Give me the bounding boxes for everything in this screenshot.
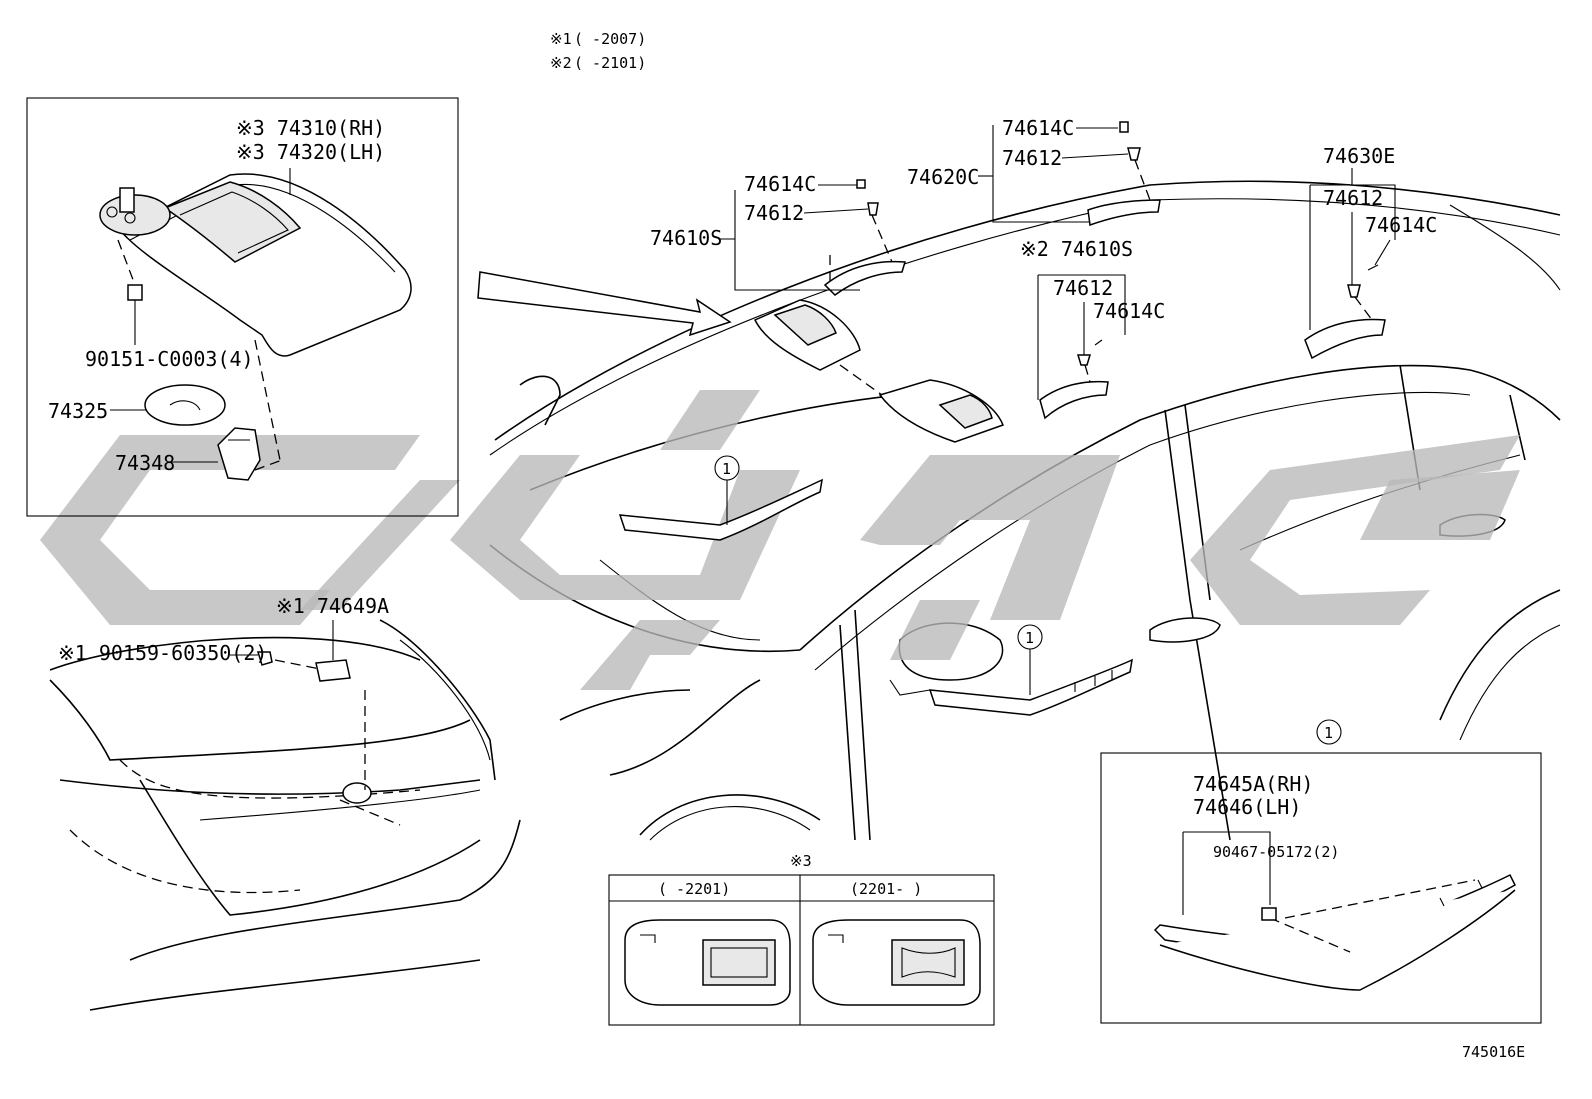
label-grip-74610S-b: ※2 74610S [1020, 237, 1133, 261]
label-74612-d: 74612 [1323, 186, 1383, 210]
assist-trim-inset [1100, 752, 1542, 1024]
assist-grips [734, 121, 1396, 420]
label-assist-lh: 74646(LH) [1193, 795, 1301, 819]
note-1-text: ( -2007) [574, 30, 646, 48]
reference-circles: 1 1 1 [714, 455, 1342, 745]
svg-text:1: 1 [1324, 724, 1333, 742]
label-74612-a: 74612 [744, 201, 804, 225]
visor-inset [26, 97, 459, 517]
header-notes: ※1 ( -2007) ※2 ( -2101) [550, 30, 646, 72]
trim-pieces [618, 478, 1133, 716]
ref-circle-1a: 1 [714, 455, 740, 525]
watermark [40, 390, 1520, 690]
label-74612-c: 74612 [1053, 276, 1113, 300]
variant-table: ※3 ( -2201) (2201- ) [608, 852, 995, 1026]
svg-text:1: 1 [722, 460, 731, 478]
visors-installed [753, 299, 1004, 443]
label-cover: 74325 [48, 399, 108, 423]
variant-col-1: ( -2201) [658, 880, 730, 898]
label-assist-rh: 74645A(RH) [1193, 772, 1313, 796]
label-74612-b: 74612 [1002, 146, 1062, 170]
diagram-number: 745016E [1462, 1043, 1525, 1061]
note-2-mark: ※2 [550, 54, 572, 72]
part-labels: ※3 74310(RH) ※3 74320(LH) 90151-C0003(4)… [48, 116, 1525, 1061]
note-1-mark: ※1 [550, 30, 572, 48]
variant-table-title: ※3 [790, 852, 812, 870]
label-grip-rear: ※1 74649A [276, 594, 389, 618]
ref-circle-1c: 1 [1316, 719, 1342, 745]
label-visor-lh: ※3 74320(LH) [236, 140, 385, 164]
variant-col-2: (2201- ) [850, 880, 922, 898]
label-74614C-c: 74614C [1093, 299, 1165, 323]
label-screw-rear: ※1 90159-60350(2) [58, 641, 267, 665]
label-74614C-a: 74614C [744, 172, 816, 196]
svg-text:1: 1 [1025, 629, 1034, 647]
label-holder: 74348 [115, 451, 175, 475]
label-74614C-d: 74614C [1365, 213, 1437, 237]
label-grip-74610S-a: 74610S [650, 226, 722, 250]
direction-arrow [477, 271, 732, 337]
ref-circle-1b: 1 [1017, 624, 1043, 695]
label-grip-74630E: 74630E [1323, 144, 1395, 168]
label-screw: 90151-C0003(4) [85, 347, 254, 371]
label-visor-rh: ※3 74310(RH) [236, 116, 385, 140]
label-assist-clip: 90467-05172(2) [1213, 843, 1339, 861]
rear-view [49, 619, 521, 1011]
note-2-text: ( -2101) [574, 54, 646, 72]
label-74614C-b: 74614C [1002, 116, 1074, 140]
label-grip-74620C: 74620C [907, 165, 979, 189]
